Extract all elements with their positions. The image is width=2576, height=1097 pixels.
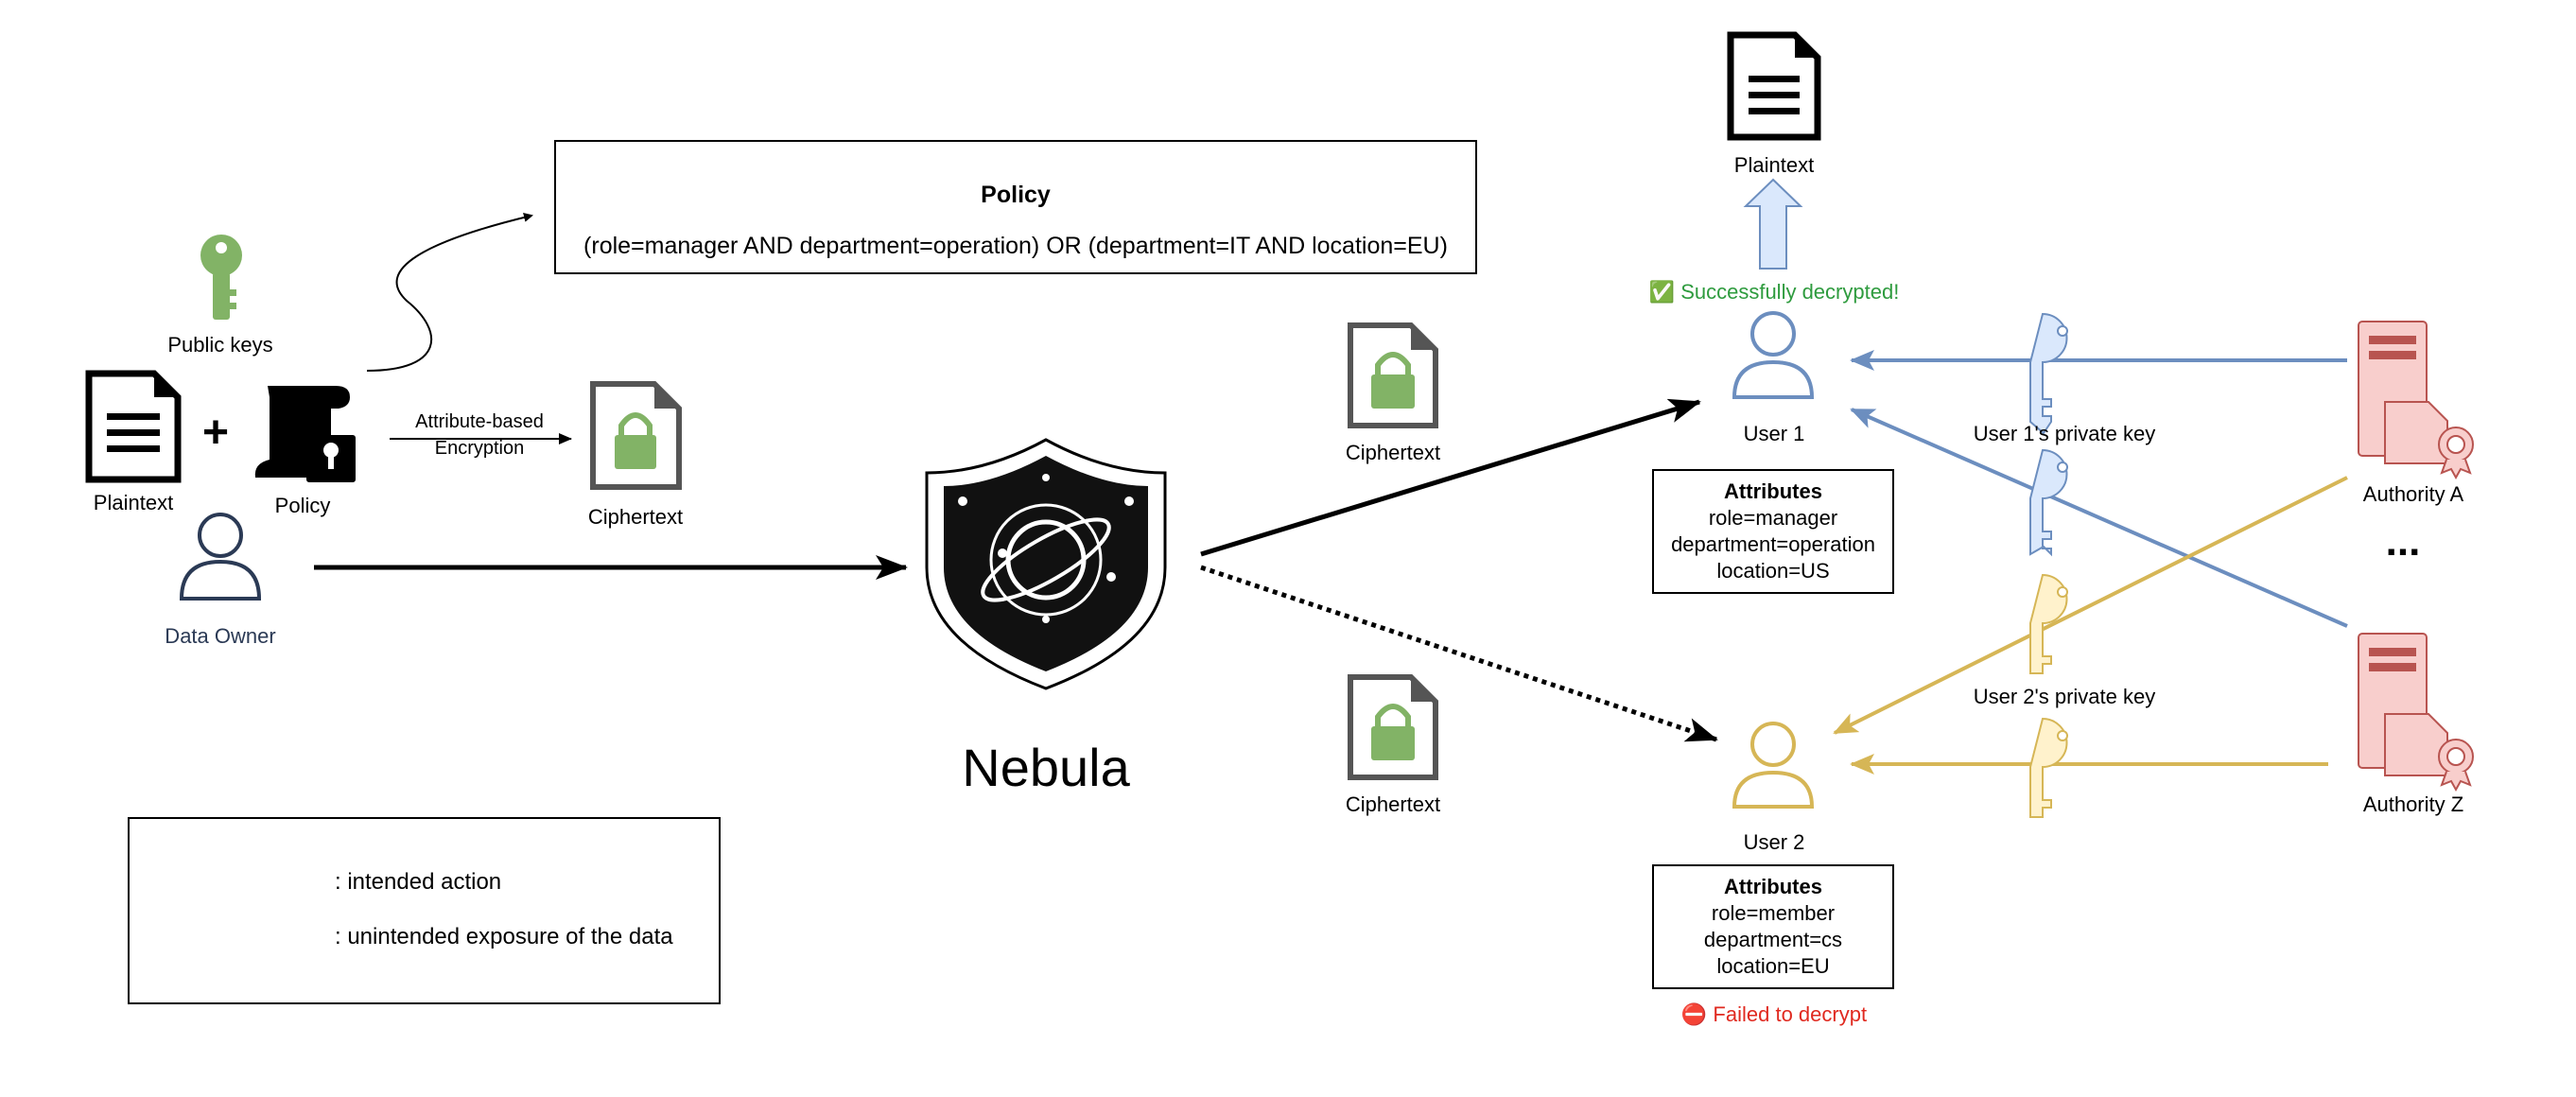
authorities-ellipsis: ... [2385, 518, 2421, 565]
ciphertext-doc-bottom-icon [1348, 674, 1438, 780]
user1-attribute-department: department=operation [1671, 532, 1875, 556]
policy-expression: (role=manager AND department=operation) … [583, 233, 1448, 259]
authority-z-to-user1-line [1850, 408, 2348, 628]
user2-key-label: User 2's private key [1973, 685, 2156, 708]
data-owner-icon [179, 513, 262, 601]
user2-attribute-role: role=member [1711, 901, 1836, 925]
user2-key-icon-lower [2029, 717, 2068, 818]
ciphertext-doc-top-icon [1348, 322, 1438, 428]
policy-title: Policy [981, 182, 1051, 208]
user2-key-icon-upper [2029, 573, 2068, 674]
user2-attributes-title: Attributes [1724, 875, 1822, 898]
user1-icon [1732, 311, 1815, 399]
user1-attribute-role: role=manager [1708, 506, 1838, 530]
legend-unintended-label: : unintended exposure of the data [335, 924, 673, 949]
authority-a-icon [2358, 321, 2474, 480]
user1-key-icon-top [2029, 312, 2068, 435]
legend-intended-label: : intended action [335, 869, 502, 895]
ciphertext-label-top: Ciphertext [1345, 441, 1441, 464]
nebula-title: Nebula [962, 738, 1130, 797]
success-status: ✅ Successfully decrypted! [1648, 280, 1900, 304]
abe-label-line1: Attribute-based [415, 411, 544, 432]
legend-box: : intended action : unintended exposure … [128, 817, 721, 1004]
ciphertext-label-bottom: Ciphertext [1345, 792, 1441, 816]
user2-attribute-department: department=cs [1703, 928, 1843, 951]
decrypt-up-arrow [1743, 178, 1803, 270]
policy-link-arrow [366, 213, 533, 372]
plaintext-label: Plaintext [93, 491, 174, 514]
user2-attributes-box: Attributes role=member department=cs loc… [1652, 864, 1894, 989]
ciphertext-label-left: Ciphertext [587, 505, 684, 529]
user1-attributes-box: Attributes role=manager department=opera… [1652, 469, 1894, 594]
plaintext-doc-top-icon [1727, 31, 1821, 141]
plaintext-label-top: Plaintext [1733, 153, 1815, 177]
failed-status: ⛔ Failed to decrypt [1680, 1002, 1868, 1026]
user1-attributes-title: Attributes [1724, 479, 1822, 503]
plaintext-doc-icon [85, 370, 182, 483]
nebula-to-user1-arrow [1200, 398, 1701, 557]
authority-z-icon [2358, 633, 2474, 792]
policy-box: Policy (role=manager AND department=oper… [554, 140, 1477, 274]
abe-label-line2: Encryption [434, 438, 525, 459]
plus-sign: + [201, 408, 230, 458]
user1-label: User 1 [1743, 422, 1805, 445]
user2-attribute-location: location=EU [1716, 954, 1830, 978]
public-keys-label: Public keys [167, 333, 273, 357]
policy-scroll-icon [254, 386, 356, 482]
nebula-to-user2-arrow [1200, 565, 1718, 742]
authority-a-to-user2-line [1833, 476, 2348, 735]
data-owner-label: Data Owner [165, 624, 276, 648]
user1-attribute-location: location=US [1716, 559, 1830, 583]
user1-key-icon-lower [2029, 448, 2068, 557]
authority-z-label: Authority Z [2362, 792, 2464, 816]
policy-label: Policy [274, 494, 331, 517]
ciphertext-doc-icon [590, 381, 682, 490]
public-key-icon [200, 235, 242, 320]
authority-a-label: Authority A [2362, 482, 2464, 506]
user1-key-label: User 1's private key [1973, 422, 2156, 445]
nebula-shield-icon [925, 438, 1167, 690]
user2-icon [1732, 722, 1815, 809]
user2-label: User 2 [1743, 830, 1805, 854]
